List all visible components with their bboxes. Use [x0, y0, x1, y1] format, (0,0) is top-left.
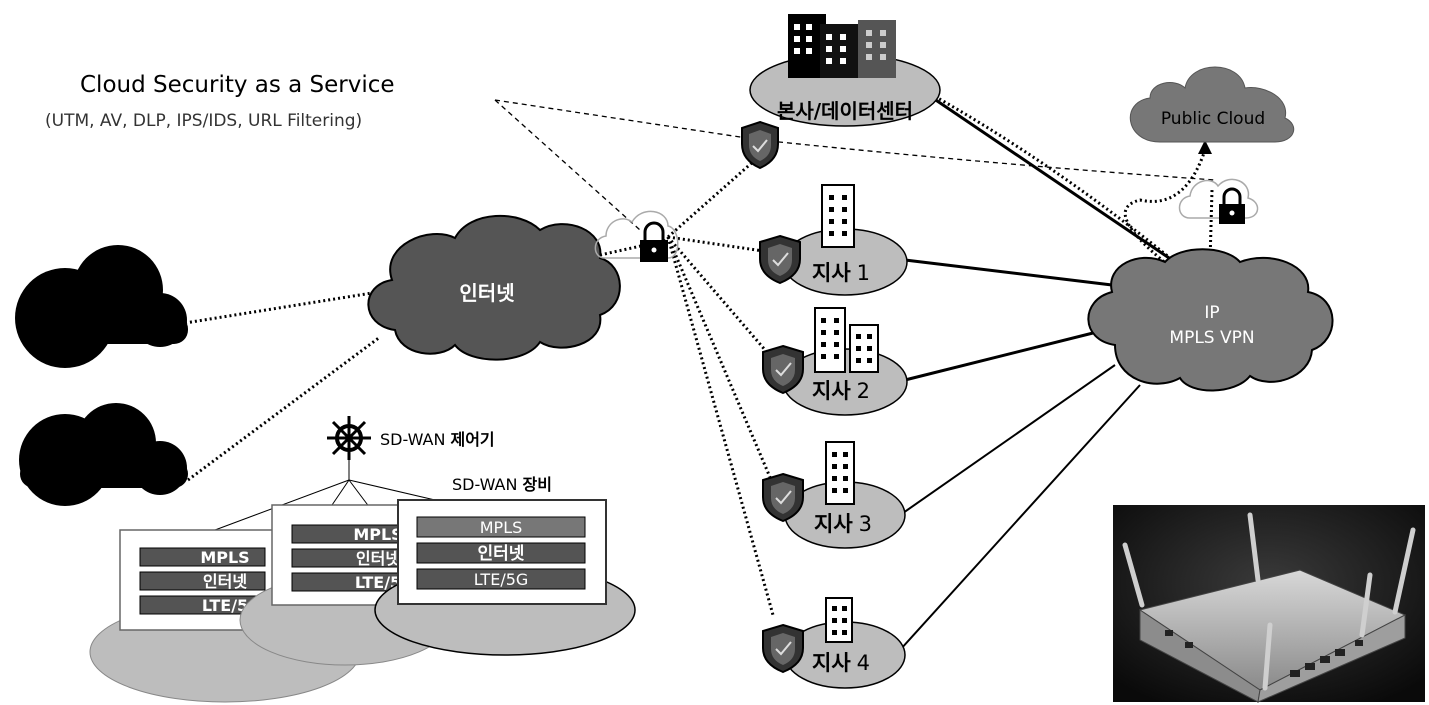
branch-number: 3: [859, 512, 872, 536]
public-cloud-label: Public Cloud: [1161, 109, 1265, 129]
shield-icon: [762, 623, 804, 674]
lock-icon: [1219, 187, 1245, 224]
service-title: Cloud Security as a Service: [80, 72, 395, 98]
device-row-text: 인터넷: [356, 549, 400, 568]
shield-icon: [762, 344, 804, 395]
tunnel-lock-to-branch4: [666, 236, 775, 616]
tunnel-mpls-to-hq: [919, 86, 1176, 264]
wan-branch2-to-mpls: [904, 328, 1106, 382]
cloud-outline-icon: [594, 210, 679, 259]
buildings-icon: [814, 307, 879, 373]
internet-label: 인터넷: [459, 281, 514, 305]
service-line-to-public-cloud: [759, 139, 1216, 181]
arrow-to-public-cloud: [1198, 140, 1212, 154]
branch-number: 4: [857, 651, 870, 675]
dashed-service-lines: [494, 99, 1216, 231]
device-row-text: MPLS: [353, 525, 402, 544]
tunnel-lock-to-branch2: [666, 236, 774, 359]
wan-branch3-to-mpls: [902, 364, 1116, 514]
tunnel-lock-to-branch1: [667, 235, 771, 254]
router-photo: [1113, 505, 1425, 703]
mpls-vpn-cloud: [1087, 248, 1334, 392]
hq-buildings-icon: [788, 14, 896, 78]
antenna: [1247, 512, 1261, 583]
wan-branch1-to-mpls: [904, 258, 1113, 287]
antenna: [1262, 622, 1273, 691]
device-row-text: 인터넷: [203, 572, 247, 591]
wan-mpls-to-hq: [917, 86, 1176, 264]
tunnel-lock-to-branch3: [666, 236, 774, 483]
building-icon: [825, 597, 853, 643]
device-row-text: LTE/5G: [474, 570, 529, 589]
lock-icon: [640, 221, 668, 262]
mpls-vpn-line2: MPLS VPN: [1169, 328, 1254, 348]
thin-wan-lines: [899, 364, 1141, 651]
wan-branch4-to-mpls: [899, 384, 1141, 651]
device-row-text: LTE/5: [202, 596, 248, 615]
service-line-to-hq: [494, 99, 761, 141]
tunnel-cloud1-to-internet: [184, 291, 373, 325]
hq-label: 본사/데이터센터: [777, 99, 913, 123]
antenna: [1359, 572, 1373, 638]
tunnel-cloud2-to-internet: [187, 335, 381, 482]
antenna: [1392, 527, 1416, 615]
internet-cloud: [367, 214, 621, 361]
device-row-text: MPLS: [200, 548, 249, 567]
branch-number: 2: [857, 379, 870, 403]
service-subtitle: (UTM, AV, DLP, IPS/IDS, URL Filtering): [45, 111, 362, 131]
building-icon: [821, 184, 855, 248]
cloud-icon: [19, 403, 188, 506]
device-row-text: 인터넷: [478, 544, 525, 564]
antenna: [1122, 542, 1145, 608]
helm-wheel-icon: [327, 416, 371, 460]
tunnel-mpls-to-public: [1123, 149, 1207, 267]
tunnel-mpls-up: [1208, 189, 1214, 263]
shield-icon: [762, 472, 804, 523]
shield-icon: [741, 120, 779, 170]
device-row-text: LTE/5: [355, 573, 401, 592]
device-row-text: MPLS: [480, 518, 523, 537]
building-icon: [825, 441, 855, 505]
public-cloud: [1129, 66, 1295, 143]
shield-icon: [759, 234, 801, 285]
sdwan-device-3: MPLS 인터넷 LTE/5G: [374, 499, 636, 656]
solid-wan-lines: [904, 86, 1176, 382]
cloud-icon: [15, 245, 188, 368]
service-line-to-cloud-lock: [494, 99, 641, 231]
mpls-vpn-line1: IP: [1204, 303, 1219, 323]
branch-number: 1: [857, 261, 870, 285]
cloud-outline-icon: [1178, 178, 1259, 219]
tunnel-internet-to-lock: [599, 238, 669, 257]
